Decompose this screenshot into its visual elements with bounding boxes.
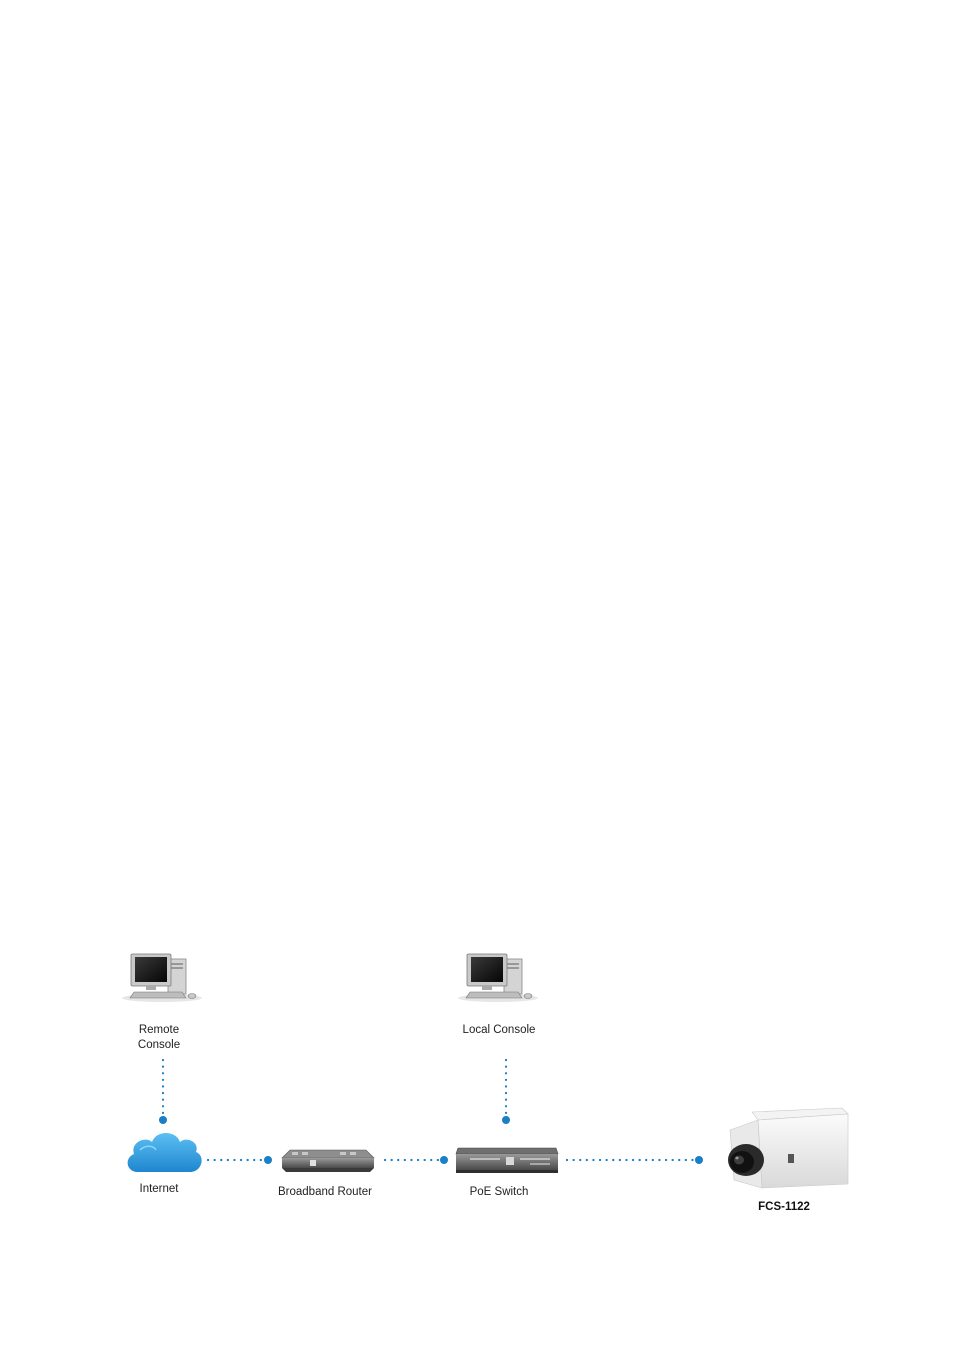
broadband-router-label: Broadband Router (278, 1186, 372, 1198)
poe-switch-label: PoE Switch (470, 1186, 529, 1198)
remote-console-computer-icon (122, 953, 202, 1002)
remote-console-label-line1: Remote (139, 1024, 179, 1036)
broadband-router-icon (281, 1149, 375, 1172)
remote-console-label-line2: Console (138, 1039, 180, 1051)
connectors (159, 1058, 703, 1164)
box-camera-icon (728, 1107, 849, 1189)
camera-model-label: FCS-1122 (758, 1201, 810, 1213)
connector-node-dot (502, 1116, 510, 1124)
local-console-label: Local Console (463, 1024, 536, 1036)
connector-node-dot (695, 1156, 703, 1164)
poe-switch-icon (455, 1147, 559, 1173)
local-console-computer-icon (458, 953, 538, 1002)
connector-node-dot (159, 1116, 167, 1124)
connector-node-dot (264, 1156, 272, 1164)
connector-node-dot (440, 1156, 448, 1164)
internet-label: Internet (140, 1183, 180, 1195)
internet-cloud-icon (127, 1133, 202, 1172)
